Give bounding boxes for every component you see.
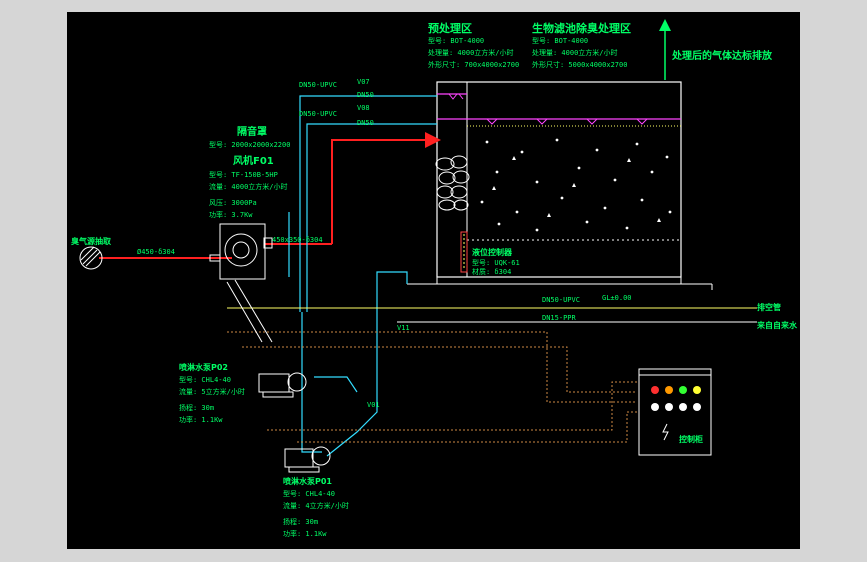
- pre-zone-model: 型号: BOT-4000: [428, 36, 484, 45]
- pump2-model: 型号: CHL4-40: [179, 375, 231, 384]
- valve-v11: V11: [397, 324, 410, 332]
- pump2-flow: 流量: 5立方米/小时: [179, 387, 245, 396]
- drawing-canvas: 预处理区 型号: BOT-4000 处理量: 4000立方米/小时 外形尺寸: …: [67, 12, 800, 549]
- discharge-label: 处理后的气体达标排放: [671, 49, 773, 62]
- level-model: 型号: UQK-61: [472, 258, 520, 267]
- level-material: 材质: δ304: [472, 267, 511, 276]
- pump1-power: 功率: 1.1Kw: [283, 529, 327, 538]
- pre-zone-size: 外形尺寸: 700x4000x2700: [428, 60, 519, 69]
- valve-v08: V08: [357, 104, 370, 112]
- pipe-label-1: DN50-UPVC: [299, 81, 337, 89]
- level-title: 液位控制器: [472, 247, 513, 257]
- overflow-label: 排空管: [757, 302, 781, 312]
- control-box-label: 控制柜: [679, 434, 703, 444]
- pump-p02: [258, 372, 307, 398]
- pipe-label-2: DN50-UPVC: [299, 110, 337, 118]
- control-box[interactable]: [638, 368, 712, 456]
- pump1-head: 扬程: 30m: [283, 517, 318, 526]
- pump1-flow: 流量: 4立方米/小时: [283, 501, 349, 510]
- hood-title: 隔音罩: [237, 125, 267, 138]
- odor-source-hatch: [80, 246, 101, 267]
- treatment-tank: [407, 81, 713, 290]
- pump1-model: 型号: CHL4-40: [283, 489, 335, 498]
- bio-media: [480, 138, 672, 232]
- duct-label: 450x350-δ304: [272, 236, 323, 244]
- source-label: 臭气源抽取: [71, 236, 111, 246]
- pre-zone-capacity: 处理量: 4000立方米/小时: [428, 48, 514, 57]
- pump1-title: 喷淋水泵P01: [283, 476, 332, 486]
- pump2-title: 喷淋水泵P02: [179, 362, 228, 372]
- bio-zone-size: 外形尺寸: 5000x4000x2700: [532, 60, 627, 69]
- fan-f01: [209, 223, 273, 280]
- valve-v07: V07: [357, 78, 370, 86]
- drain-lines: [226, 279, 757, 443]
- bio-zone-capacity: 处理量: 4000立方米/小时: [532, 48, 618, 57]
- process-flow-diagram: 预处理区 型号: BOT-4000 处理量: 4000立方米/小时 外形尺寸: …: [71, 19, 798, 538]
- fan-title: 风机F01: [233, 154, 274, 167]
- pump2-power: 功率: 1.1Kw: [179, 415, 223, 424]
- bio-zone-model: 型号: BOT-4000: [532, 36, 588, 45]
- hood-model: 型号: 2000x2000x2200: [209, 140, 290, 149]
- water-piping: [288, 95, 437, 457]
- pipe-label-3: DN50: [357, 91, 374, 99]
- pump-p01: [284, 446, 331, 473]
- pipe-label-6: DN15-PPR: [542, 314, 577, 322]
- fan-model: 型号: TF-150B-5HP: [209, 170, 278, 179]
- pipe-label-4: DN50: [357, 119, 374, 127]
- pipe-label-5: DN50-UPVC: [542, 296, 580, 304]
- bio-zone-title: 生物滤池除臭处理区: [532, 21, 631, 35]
- fan-pressure: 风压: 3000Pa: [209, 199, 257, 207]
- pump2-head: 扬程: 30m: [179, 403, 214, 412]
- tap-water-label: 来自自来水: [756, 320, 798, 330]
- valve-v01: V01: [367, 401, 380, 409]
- fan-flow: 流量: 4000立方米/小时: [209, 182, 288, 191]
- source-pipe: Ø450-δ304: [137, 248, 175, 256]
- fan-power: 功率: 3.7Kw: [209, 210, 253, 219]
- pre-zone-title: 预处理区: [428, 21, 472, 35]
- pretreatment-media: [435, 155, 470, 211]
- odor-source-icon: [79, 246, 103, 270]
- elevation-label: GL±0.00: [602, 294, 632, 302]
